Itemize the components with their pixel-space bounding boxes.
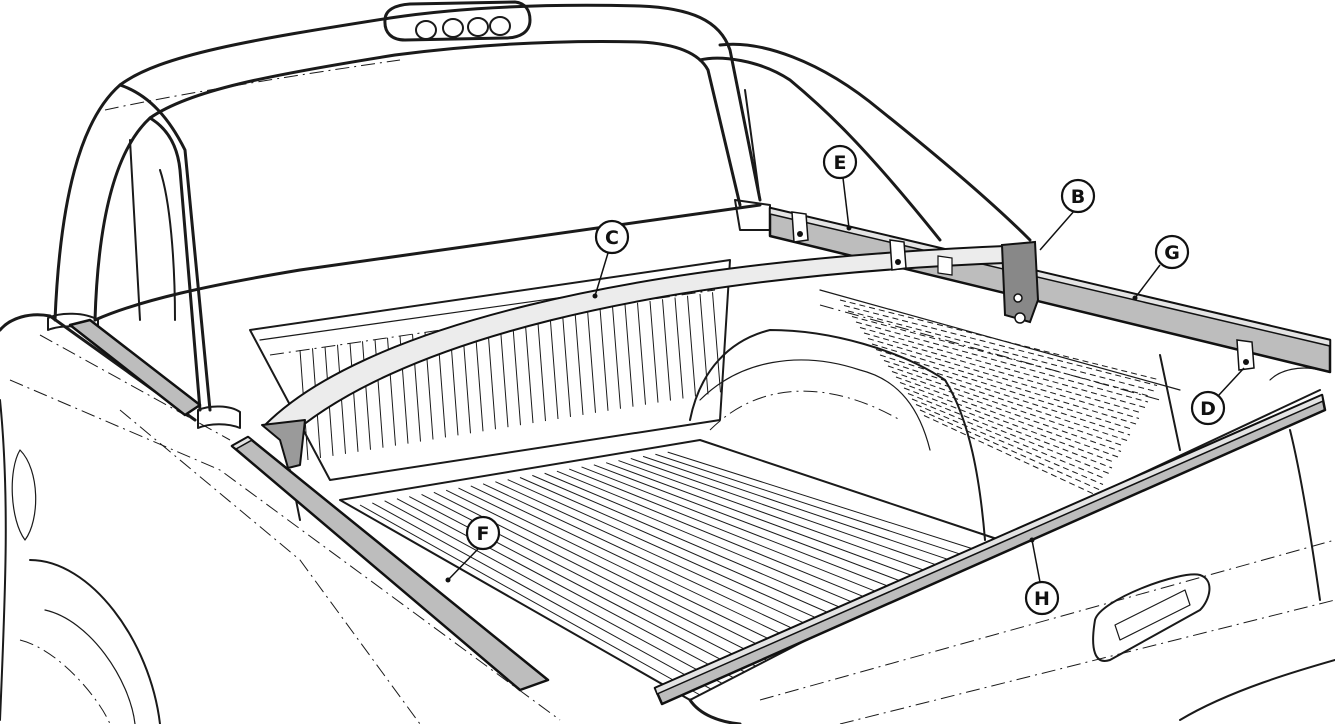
callout-e-label: E (834, 152, 847, 174)
rib-line (649, 300, 659, 403)
rib-line (851, 316, 1152, 397)
rib-line (474, 325, 484, 432)
rib-line (408, 496, 745, 673)
rib-line (562, 313, 571, 417)
rib-line (667, 451, 979, 552)
rib-line (519, 477, 846, 621)
rib-line (618, 460, 935, 575)
rib-line (907, 393, 1110, 474)
callout-e-circle (822, 144, 858, 180)
rib-line (581, 466, 901, 592)
rib-line (495, 481, 823, 632)
rib-line (482, 483, 812, 638)
rib-line (349, 342, 359, 452)
rail-left-back (68, 318, 202, 417)
rib-line (875, 349, 1134, 430)
rib-line (899, 382, 1116, 463)
rib-line (674, 297, 684, 399)
rib-line (712, 292, 721, 393)
callout-d-label: D (1200, 398, 1216, 420)
rib-line (359, 504, 701, 696)
clip (791, 211, 809, 243)
rib-line (863, 332, 1143, 414)
rib-line (903, 387, 1113, 469)
rib-line (637, 302, 646, 405)
rib-line (593, 464, 913, 586)
rib-line (879, 354, 1131, 436)
callout-f-label: F (477, 523, 490, 545)
rib-line (605, 462, 924, 581)
rib-line (915, 404, 1104, 485)
rib-line (871, 343, 1137, 425)
rib-line (891, 371, 1122, 452)
rib-line (587, 309, 596, 413)
rib-line (445, 489, 779, 656)
rib-line (487, 323, 496, 430)
rib-line (630, 457, 946, 569)
rib-line (687, 295, 696, 397)
rib-line (384, 500, 723, 684)
callout-d-circle (1190, 390, 1226, 426)
rib-line (919, 409, 1101, 491)
rib-line (599, 307, 609, 411)
roll-bar (47, 0, 1032, 429)
callout-g-label: G (1164, 242, 1180, 264)
rib-line (524, 318, 534, 424)
truck-body (0, 313, 561, 724)
rib-line (843, 305, 1158, 386)
clip (889, 239, 907, 271)
rib-line (612, 306, 621, 409)
rib-line (512, 320, 521, 426)
clips (791, 211, 1255, 371)
rib-line (624, 304, 634, 407)
rib-line (655, 453, 968, 558)
cross-bar (261, 240, 1040, 469)
clip-d (1236, 339, 1255, 371)
rib-line (574, 311, 584, 415)
rib-line (662, 299, 671, 401)
rib-line (544, 472, 868, 609)
rib-line (887, 365, 1125, 447)
callout-b-circle (1060, 178, 1096, 214)
rib-line (867, 338, 1140, 419)
rib-line (556, 470, 879, 604)
callout-c-circle (594, 219, 630, 255)
callout-g-circle (1154, 234, 1190, 270)
bracket-b (1000, 240, 1040, 324)
callout-h-circle (1024, 580, 1060, 616)
rib-line (855, 321, 1149, 403)
rib-line (549, 314, 559, 420)
rib-line (470, 485, 801, 644)
rib-line (372, 502, 712, 690)
rib-line (569, 468, 890, 598)
rib-line (911, 398, 1107, 480)
rib-line (537, 316, 546, 422)
rib-line (396, 498, 734, 679)
rib-line (499, 321, 509, 428)
rib-line (847, 310, 1155, 392)
rib-line (883, 360, 1128, 441)
rib-line (923, 415, 1098, 496)
callout-b-label: B (1071, 186, 1085, 208)
callout-h-label: H (1034, 588, 1050, 610)
rails (68, 206, 1332, 706)
rib-line (839, 299, 1161, 381)
rib-line (507, 479, 835, 627)
rib-line (642, 455, 957, 563)
rib-line (458, 487, 790, 650)
rib-line (532, 474, 857, 615)
callout-f-circle (465, 515, 501, 551)
callouts: B C D E F G H (445, 144, 1245, 616)
callout-c-label: C (605, 227, 619, 249)
